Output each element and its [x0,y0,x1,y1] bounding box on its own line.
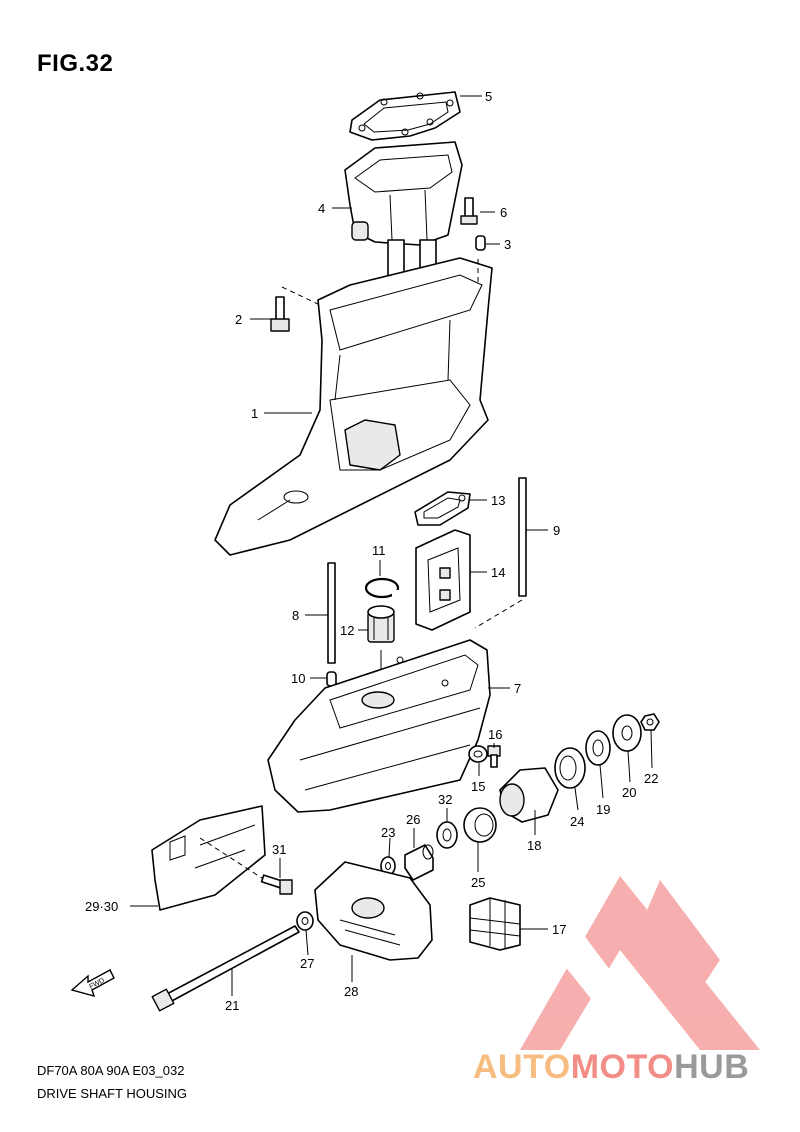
part-14-damper[interactable] [415,529,471,631]
callout-1: 1 [251,406,258,421]
callout-3: 3 [504,237,511,252]
part-32-washer[interactable] [436,821,458,849]
callout-9: 9 [553,523,560,538]
callout-23: 23 [381,825,395,840]
part-31-bolt[interactable] [260,874,293,895]
part-22-nut[interactable] [640,713,660,731]
callout-16: 16 [488,727,502,742]
callout-17: 17 [552,922,566,937]
part-11-circlip[interactable] [364,577,400,599]
callout-22: 22 [644,771,658,786]
watermark-part-auto: AUTO [473,1048,571,1086]
part-9-stud[interactable] [474,477,527,629]
callout-27: 27 [300,956,314,971]
callout-12: 12 [340,623,354,638]
callout-4: 4 [318,201,325,216]
part-17-shim-set[interactable] [469,897,521,951]
part-26-collar[interactable] [404,844,434,881]
part-1-drive-shaft-housing[interactable] [214,255,493,556]
callout-29-30: 29·30 [85,899,118,914]
part-16-bolt[interactable] [487,745,501,768]
callout-14: 14 [491,565,505,580]
part-15-collar[interactable] [468,745,488,763]
part-3-dowel-pin[interactable] [475,235,486,251]
callout-6: 6 [500,205,507,220]
part-8-stud[interactable] [327,562,336,664]
callout-25: 25 [471,875,485,890]
diagram-title: DRIVE SHAFT HOUSING [37,1086,188,1101]
part-19-washer[interactable] [585,730,611,766]
part-10-dowel-pin[interactable] [326,671,337,687]
part-2-bolt[interactable] [270,286,321,332]
leader-lines [130,95,653,996]
callout-20: 20 [622,785,636,800]
callout-28: 28 [344,984,358,999]
callout-13: 13 [491,493,505,508]
part-18-mount-rubber[interactable] [499,767,559,823]
part-7-lower-housing[interactable] [267,639,491,813]
part-25-bushing[interactable] [463,807,497,843]
callout-21: 21 [225,998,239,1013]
callout-2: 2 [235,312,242,327]
part-24-washer[interactable] [554,747,586,789]
callout-10: 10 [291,671,305,686]
part-28-clamp[interactable] [314,861,433,961]
callout-31: 31 [272,842,286,857]
part-21-long-bolt[interactable] [151,925,300,1012]
part-5-gasket[interactable] [349,91,461,141]
part-29-30-cover[interactable] [151,805,269,911]
part-27-washer[interactable] [296,911,314,931]
fwd-label: FWD [88,977,105,991]
callout-24: 24 [570,814,584,829]
callout-32: 32 [438,792,452,807]
part-20-washer[interactable] [612,714,642,752]
callout-18: 18 [527,838,541,853]
fwd-arrow-icon: FWD [70,969,115,998]
part-13-seal[interactable] [414,491,471,526]
callout-5: 5 [485,89,492,104]
model-code: DF70A 80A 90A E03_032 [37,1063,185,1078]
callout-11: 11 [372,543,386,558]
callout-19: 19 [596,802,610,817]
callout-8: 8 [292,608,299,623]
callout-7: 7 [514,681,521,696]
figure-title: FIG.32 [37,50,114,77]
callout-15: 15 [471,779,485,794]
part-4-adapter[interactable] [344,141,463,246]
watermark-logo [520,876,760,1050]
part-6-bolt[interactable] [460,197,478,225]
callout-numbers: 5 4 6 3 2 1 13 9 11 14 8 12 10 7 16 15 1… [85,89,658,1013]
watermark-wordmark: AUTOMOTOHUB [473,1048,749,1087]
watermark-part-hub: HUB [674,1048,750,1086]
watermark-part-moto: MOTO [570,1048,675,1086]
callout-26: 26 [406,812,420,827]
